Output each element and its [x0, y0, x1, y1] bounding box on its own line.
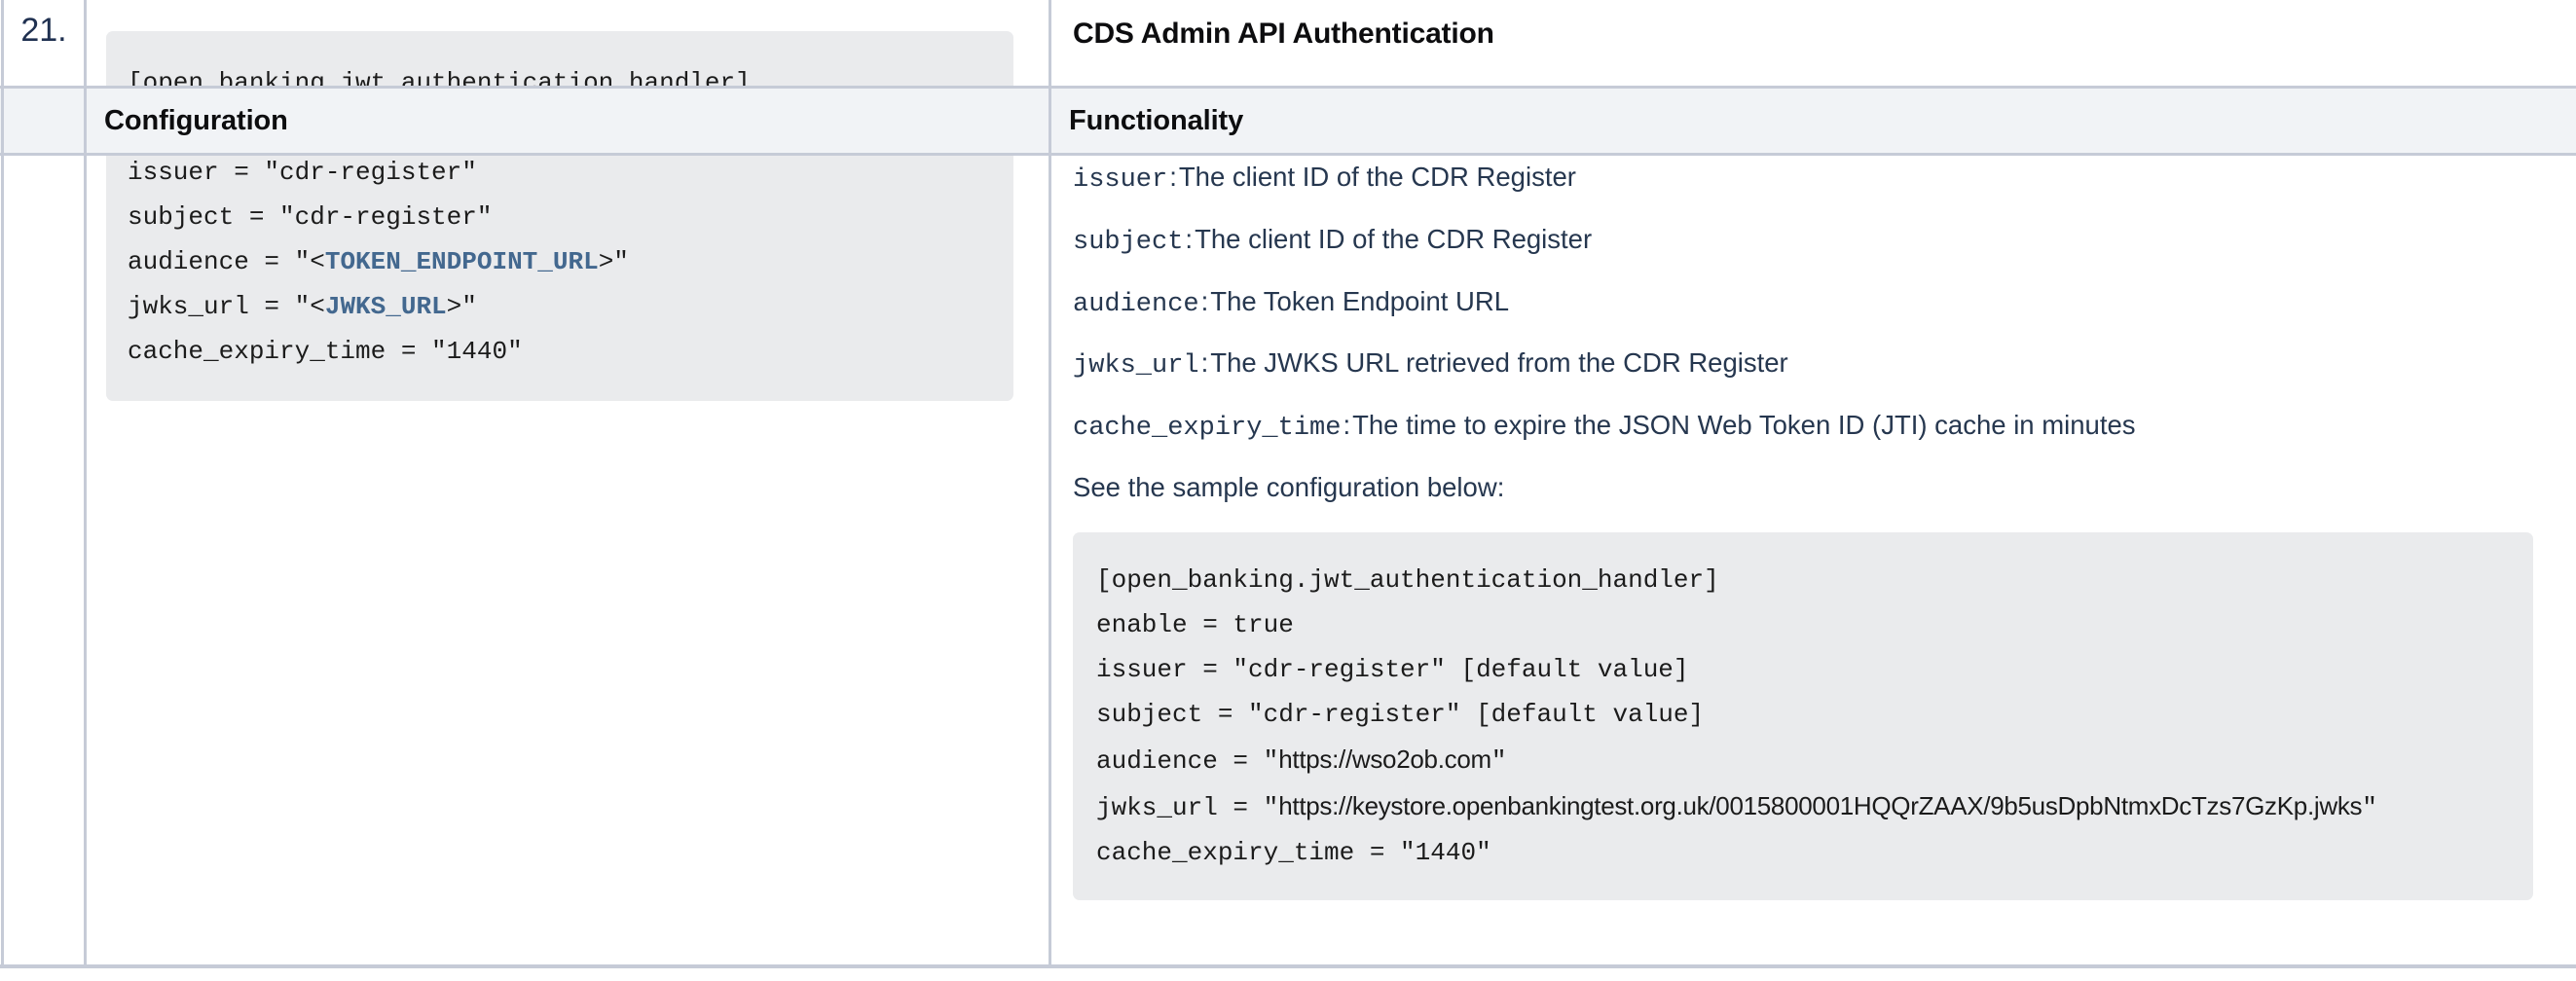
code-line: subject = "cdr-register" [default value]	[1096, 699, 1705, 729]
description-text: The Token Endpoint URL	[1210, 285, 1510, 316]
description-text: The client ID of the CDR Register	[1195, 223, 1593, 254]
description-item: audience:The Token Endpoint URL	[1073, 286, 2533, 320]
row-number-label: 21.	[20, 12, 67, 49]
separator: :	[1343, 410, 1351, 441]
section-title: CDS Admin API Authentication	[1073, 18, 1494, 50]
code-line: cache_expiry_time = "1440"	[1096, 837, 1491, 867]
header-left-border	[1, 89, 4, 153]
code-line: cache_expiry_time = "1440"	[128, 337, 523, 367]
code-line: audience = "https://wso2ob.com"	[1096, 744, 1507, 776]
code-line: jwks_url = "<JWKS_URL>"	[128, 292, 477, 322]
column-header-configuration: Configuration	[87, 89, 1066, 153]
description-item: subject:The client ID of the CDR Registe…	[1073, 224, 2533, 258]
code-line: audience = "<TOKEN_ENDPOINT_URL>"	[128, 247, 629, 277]
header-number-divider	[84, 89, 87, 153]
config-key-label: audience	[1073, 289, 1199, 319]
table-column-divider	[1049, 0, 1051, 964]
table-number-column-divider	[84, 0, 87, 964]
header-column-divider	[1049, 89, 1051, 153]
lead-text: See the sample configuration below:	[1073, 471, 1505, 502]
code-line: subject = "cdr-register"	[128, 202, 493, 233]
code-line: issuer = "cdr-register"	[128, 158, 477, 188]
config-key-label: jwks_url	[1073, 351, 1199, 382]
column-header-configuration-label: Configuration	[104, 104, 288, 136]
code-line: enable = true	[1096, 609, 1294, 639]
code-line: jwks_url = "https://keystore.openbanking…	[1096, 790, 2377, 822]
functionality-cell: CDS Admin API Authentication issuer:The …	[1051, 0, 2576, 968]
description-item: cache_expiry_time:The time to expire the…	[1073, 410, 2533, 444]
functionality-content: issuer:The client ID of the CDR Register…	[1073, 162, 2533, 900]
separator: :	[1185, 223, 1194, 254]
description-item: jwks_url:The JWKS URL retrieved from the…	[1073, 347, 2533, 382]
separator: :	[1200, 347, 1209, 379]
table-header-row: Configuration Functionality	[0, 86, 2576, 156]
description-text: The time to expire the JSON Web Token ID…	[1352, 410, 2136, 441]
code-url-value: https://wso2ob.com	[1278, 744, 1491, 774]
column-header-number	[0, 89, 84, 153]
config-key-label: cache_expiry_time	[1073, 414, 1342, 444]
table-left-border	[1, 0, 4, 964]
config-key-label: subject	[1073, 227, 1184, 257]
separator: :	[1200, 285, 1209, 316]
sample-configuration-code-block[interactable]: [open_banking.jwt_authentication_handler…	[1073, 531, 2533, 900]
column-header-functionality: Functionality	[1051, 89, 2576, 153]
separator: :	[1169, 162, 1177, 192]
description-text: The client ID of the CDR Register	[1178, 162, 1576, 192]
description-item: issuer:The client ID of the CDR Register	[1073, 162, 2533, 196]
code-line: [open_banking.jwt_authentication_handler…	[1096, 564, 1719, 595]
description-text: The JWKS URL retrieved from the CDR Regi…	[1210, 347, 1788, 379]
code-url-value: https://keystore.openbankingtest.org.uk/…	[1278, 790, 2363, 820]
code-variable-token: TOKEN_ENDPOINT_URL	[324, 247, 599, 277]
code-variable-token: JWKS_URL	[324, 292, 447, 322]
code-line: issuer = "cdr-register" [default value]	[1096, 654, 1689, 684]
config-key-label: issuer	[1073, 165, 1168, 195]
table-row-number-cell: 21.	[4, 0, 84, 50]
column-header-functionality-label: Functionality	[1069, 104, 1244, 136]
